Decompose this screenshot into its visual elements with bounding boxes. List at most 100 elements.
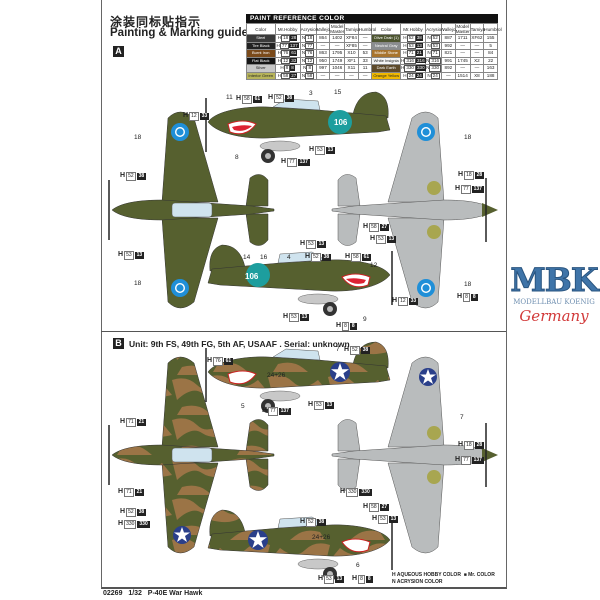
color-swatch: Middle Stone xyxy=(371,49,401,58)
mr-color-number: 8 xyxy=(290,65,295,71)
mr-color-mark: ■ xyxy=(463,572,467,578)
hobby-number: 71 xyxy=(126,418,136,427)
column-header: Tamiya xyxy=(469,23,485,35)
paint-code: 991 xyxy=(441,56,456,65)
mr-color-number: 137 xyxy=(278,408,291,415)
roc-roundel xyxy=(417,123,435,141)
kit-name: P-40E War Hawk xyxy=(147,590,203,597)
acrysion-number: 76 xyxy=(305,50,315,57)
mr-color-number: 28 xyxy=(474,172,485,179)
hobby-number: 18 xyxy=(464,441,474,450)
b-left-side-view xyxy=(205,341,391,413)
color-swatch: Flat Black xyxy=(246,56,276,65)
mbk-watermark: MBK MODELLBAU KOENIG Germany xyxy=(510,261,599,326)
acrysion-number: 24 xyxy=(430,72,440,79)
decal-number: 8 xyxy=(235,154,239,161)
paint-code: — xyxy=(469,41,485,50)
paint-code: XF1 xyxy=(344,56,359,65)
acrysion-number: 12 xyxy=(305,57,315,64)
paint-code: 53 xyxy=(357,49,373,58)
legend-acrysion-color: ACRYSION COLOR xyxy=(396,579,443,585)
hobby-number: 52 xyxy=(274,94,284,103)
color-swatch: White Insignia xyxy=(371,56,401,65)
hobby-mark: H xyxy=(300,518,306,525)
paint-code: — xyxy=(357,41,373,50)
color-swatch: Interior Green xyxy=(246,71,276,80)
paint-code: — xyxy=(357,71,373,80)
color-swatch: Burnt Iron xyxy=(246,49,276,58)
hobby-number: 8 xyxy=(283,65,291,72)
paint-code: 1402 xyxy=(329,34,346,43)
decal-number: 6 xyxy=(356,562,360,569)
hobby-mark: H xyxy=(344,346,350,353)
paint-code: 84 xyxy=(483,49,498,58)
acrysion-number: 53 xyxy=(430,42,440,49)
column-header: Humbrol xyxy=(483,23,502,35)
paint-code: — xyxy=(329,41,346,50)
acrysion-number: 316 xyxy=(429,57,442,64)
paint-code: XF84 xyxy=(344,34,359,43)
mr-color-number: 28 xyxy=(474,442,485,449)
paint-code: 1514 xyxy=(454,71,471,80)
hobby-mark: H xyxy=(309,146,315,153)
paint-code: XF85 xyxy=(344,41,359,50)
color-swatch: Neutral Gray xyxy=(371,41,401,50)
hobby-color-mark: H xyxy=(392,572,396,578)
hobby-number: 76 xyxy=(213,357,223,366)
mr-color-number: 61 xyxy=(290,50,298,56)
aircraft-code: 106 xyxy=(334,118,348,127)
paint-code: 887 xyxy=(441,34,456,43)
decal-number: 18 xyxy=(134,280,142,287)
a-left-side-view: 106 xyxy=(205,91,391,163)
mr-color-number: 8 xyxy=(365,576,373,583)
mr-color-number: 13 xyxy=(324,402,335,409)
paint-code: 188 xyxy=(483,71,498,80)
hobby-mark: H xyxy=(363,503,369,510)
hobby-number: 77 xyxy=(461,456,471,465)
hobby-mark: H xyxy=(370,235,376,242)
hobby-mark: H xyxy=(458,171,464,178)
mr-color-number: 21 xyxy=(136,419,147,426)
decal-number: 3 xyxy=(309,90,313,97)
acrysion-mark: N xyxy=(392,579,396,585)
watermark-subtitle: MODELLBAU KOENIG xyxy=(513,298,595,306)
hobby-mark: H xyxy=(457,293,463,300)
paint-code: — xyxy=(344,71,359,80)
color-swatch: Olive Drab (1) xyxy=(371,34,401,43)
paint-code: XF62 xyxy=(469,34,485,43)
paint-code: 22 xyxy=(483,56,498,65)
color-swatch: Steel xyxy=(246,34,276,43)
acrysion-number: 18 xyxy=(305,35,315,42)
column-header: Acrysion xyxy=(425,23,444,35)
b-underside-view xyxy=(331,356,498,554)
paint-code: — xyxy=(454,49,471,58)
decal-number: 18 xyxy=(134,134,142,141)
instruction-sheet xyxy=(101,0,507,589)
a-underside-view xyxy=(331,111,498,309)
watermark-logo: MBK xyxy=(510,261,599,299)
hobby-number: 53 xyxy=(376,235,386,244)
hobby-number: 52 xyxy=(306,518,316,527)
decal-number: 15 xyxy=(334,89,342,96)
paint-code: 5 xyxy=(483,41,498,50)
hobby-number: 18 xyxy=(281,35,291,42)
